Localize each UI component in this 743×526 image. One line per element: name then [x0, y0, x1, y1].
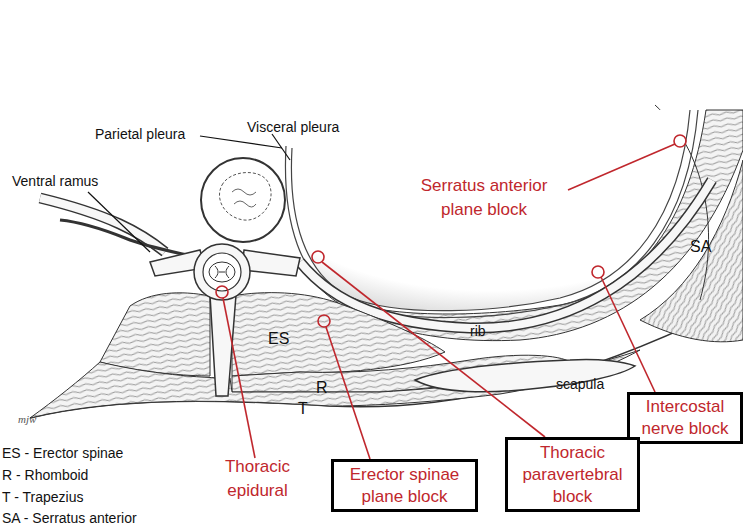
leader-line — [200, 136, 282, 148]
vertebral-arch — [194, 244, 250, 300]
node-text: Intercostal nerve block — [630, 396, 740, 440]
trabecular-bone — [232, 189, 256, 207]
anatomy-label: Visceral pleura — [247, 118, 339, 136]
injection-site — [318, 315, 330, 327]
key-entry: ES - Erector spinae — [2, 444, 123, 462]
leader-line — [272, 134, 290, 160]
leader-line — [601, 277, 655, 392]
parietal-pleura — [285, 110, 698, 318]
anatomy-label: Ventral ramus — [12, 172, 98, 190]
spinal-cord — [209, 262, 235, 282]
injection-site — [312, 251, 324, 263]
node-text: Thoracic paravertebral block — [508, 442, 637, 508]
muscle-abbrev: SA — [690, 238, 711, 256]
leader-line — [223, 298, 255, 458]
leader-line — [88, 192, 150, 252]
block-label: Thoracic epidural — [205, 455, 310, 503]
vertebral-body — [201, 158, 285, 242]
leader-line — [322, 262, 545, 437]
injection-site — [674, 135, 686, 147]
node-text: Erector spinae plane block — [334, 464, 475, 508]
anatomy-label: Parietal pleura — [95, 125, 185, 143]
anatomy-label: rib — [470, 322, 486, 340]
ventral-ramus — [60, 220, 200, 258]
key-entry: T - Trapezius — [2, 488, 83, 506]
grey-matter — [215, 266, 229, 278]
trabecular-bone — [219, 173, 271, 221]
block-box: Erector spinae plane block — [331, 459, 478, 512]
injection-site — [592, 266, 604, 278]
key-entry: R - Rhomboid — [2, 466, 88, 484]
erector-spinae — [100, 293, 210, 376]
block-box: Intercostal nerve block — [627, 392, 743, 444]
injection-site — [216, 286, 228, 298]
anatomy-label: scapula — [556, 375, 604, 393]
leader-line — [326, 327, 370, 459]
block-label: Serratus anterior plane block — [398, 174, 570, 222]
leader-line — [568, 144, 675, 190]
muscle-abbrev: ES — [268, 330, 289, 348]
injection-sites — [216, 135, 686, 459]
key-entry: SA - Serratus anterior — [2, 509, 137, 526]
muscle-abbrev: T — [298, 400, 308, 418]
trapezius — [30, 350, 640, 418]
block-box: Thoracic paravertebral block — [505, 437, 640, 512]
muscle-abbrev: R — [316, 379, 328, 397]
signature: mjw — [18, 410, 36, 428]
